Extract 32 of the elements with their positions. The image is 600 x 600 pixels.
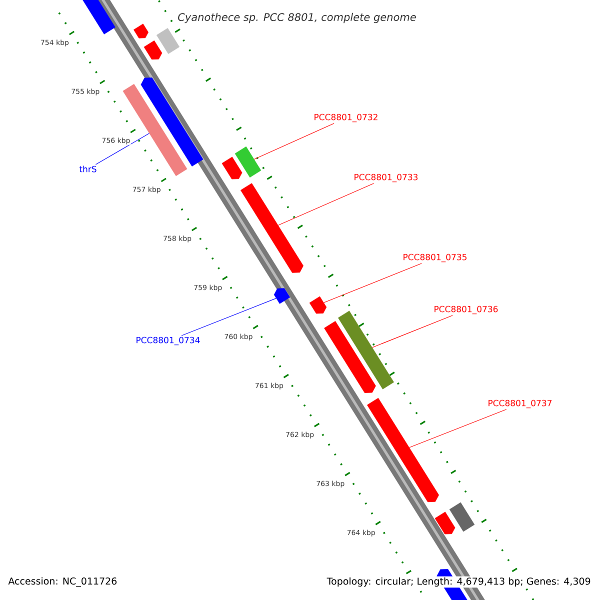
accession-text: Accession: NC_011726 <box>8 577 117 587</box>
gene-block <box>80 0 116 34</box>
gene-block <box>234 146 262 178</box>
gene-label: PCC8801_0737 <box>488 400 552 408</box>
gene-label: PCC8801_0735 <box>404 254 466 262</box>
leader-line <box>372 315 453 348</box>
gene-block <box>274 288 290 304</box>
gene-label: PCC8801_0736 <box>434 306 498 314</box>
gene-block <box>222 156 242 180</box>
gene-block <box>367 398 439 502</box>
leader-line <box>409 409 507 448</box>
leader-line <box>95 133 150 165</box>
gene-block <box>338 310 394 390</box>
summary-text: Topology: circular; Length: 4,679,413 bp; Genes: 4,309 <box>326 576 592 588</box>
gene-label: thrS <box>79 166 96 172</box>
leader-line <box>181 298 276 336</box>
gene-block <box>434 512 456 534</box>
gene-label: PCC8801_0734 <box>136 336 200 346</box>
gene-block <box>156 28 180 54</box>
title: Cyanothece sp. PCC 8801, complete genome <box>178 12 416 24</box>
gene-label: PCC8801_0732 <box>314 114 378 122</box>
gene-block <box>324 321 376 393</box>
gene-label: PCC8801_0733 <box>354 174 418 182</box>
leader-line <box>254 123 334 160</box>
gene-block <box>309 296 327 314</box>
leader-line <box>324 263 422 303</box>
gene-block <box>240 183 304 273</box>
leader-line <box>278 183 374 226</box>
gene-block <box>449 502 475 532</box>
gene-block <box>140 78 204 166</box>
gene-block <box>134 24 148 38</box>
gene-block <box>144 40 162 60</box>
